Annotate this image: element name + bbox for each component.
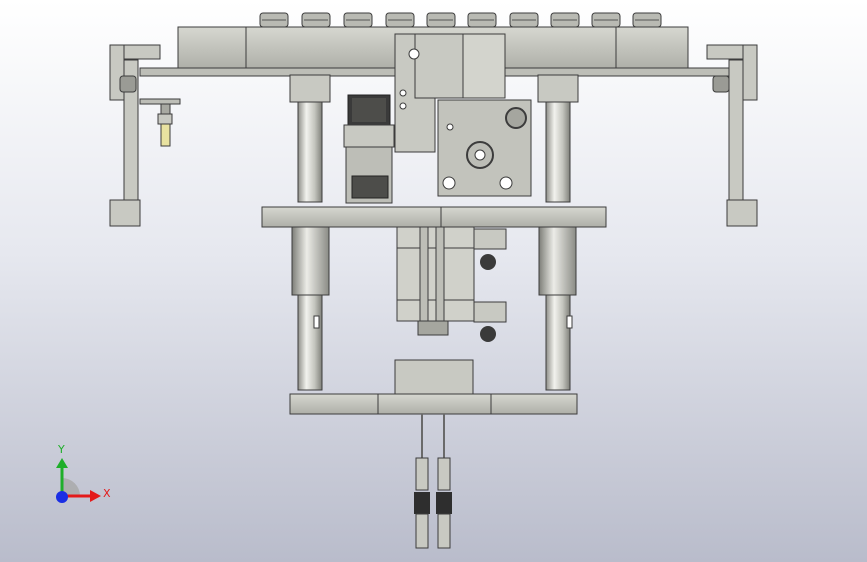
center-slide-cylinder[interactable] xyxy=(396,226,475,336)
cap-ring xyxy=(259,12,289,28)
right-guide-rod xyxy=(537,74,579,203)
reference-triad xyxy=(56,458,101,503)
bottom-base-plate[interactable] xyxy=(289,393,578,415)
left-pneumatic-cylinder[interactable] xyxy=(291,226,330,391)
left-side-bracket[interactable] xyxy=(109,44,161,227)
cap-ring xyxy=(343,12,373,28)
air-fitting[interactable] xyxy=(473,301,507,342)
cap-ring xyxy=(301,12,331,28)
cap-ring xyxy=(426,12,456,28)
servo-motor[interactable] xyxy=(343,94,395,204)
cap-ring xyxy=(385,12,415,28)
air-fitting[interactable] xyxy=(473,228,507,270)
triad-z-axis-dot xyxy=(56,491,68,503)
sensor-cable-right[interactable] xyxy=(436,414,452,549)
left-guide-rod xyxy=(289,74,331,203)
triad-y-label: Y xyxy=(58,443,65,456)
cap-ring xyxy=(632,12,662,28)
cap-ring xyxy=(591,12,621,28)
middle-plate[interactable] xyxy=(261,206,607,228)
rotary-gripper-head[interactable] xyxy=(394,33,532,197)
top-cap-rings xyxy=(259,12,662,28)
cap-ring xyxy=(467,12,497,28)
proximity-sensor[interactable] xyxy=(139,98,181,147)
lower-clamp-block[interactable] xyxy=(394,359,474,399)
cap-ring xyxy=(509,12,539,28)
triad-x-label: X xyxy=(103,487,111,500)
right-pneumatic-cylinder[interactable] xyxy=(538,226,577,391)
right-side-bracket[interactable] xyxy=(706,44,758,227)
cap-ring xyxy=(550,12,580,28)
sensor-cable-left[interactable] xyxy=(414,414,430,549)
